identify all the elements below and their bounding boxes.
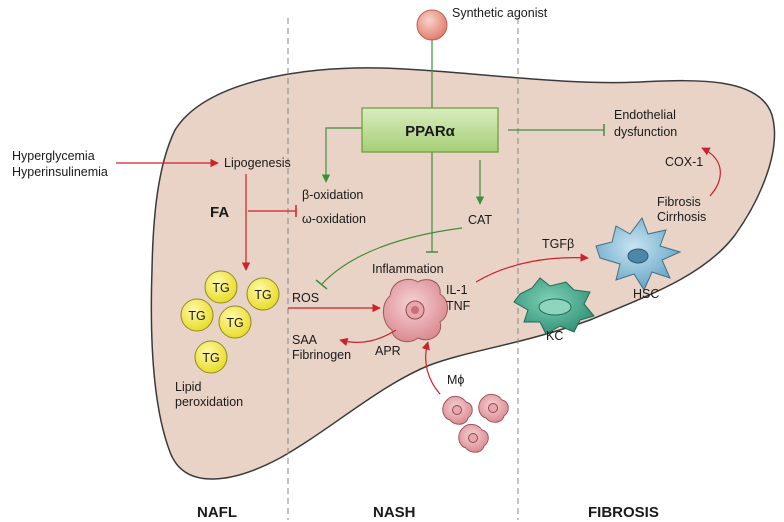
macrophage-cell [442,395,473,425]
agonist-label: Synthetic agonist [452,6,548,20]
lipid-label-2: peroxidation [175,395,243,409]
cirrhosis-label: Cirrhosis [657,210,706,224]
ppar-label: PPARα [405,123,456,140]
stage-nafl: NAFL [197,504,237,521]
tg-droplet: TG [194,340,228,374]
cox1-label: COX-1 [665,155,703,169]
endothelial-label-2: dysfunction [614,125,677,139]
tg-droplet: TG [180,298,214,332]
hyperglycemia-label: Hyperglycemia [12,149,95,163]
tg-droplet: TG [218,305,252,339]
cat-ros-curve [321,227,463,285]
lipogenesis-label: Lipogenesis [224,156,291,170]
hsc-label: HSC [633,287,659,301]
svg-text:TG: TG [212,281,229,295]
liver-shape [150,67,776,480]
fibrinogen-label: Fibrinogen [292,348,351,362]
cat-ros-bar [315,279,328,290]
lipid-label-1: Lipid [175,380,201,394]
stage-fibrosis: FIBROSIS [588,504,659,521]
fa-label: FA [210,204,229,221]
stage-nash: NASH [373,504,416,521]
cat-label: CAT [468,213,492,227]
svg-text:TG: TG [254,288,271,302]
cell-apr-arrow [339,329,397,347]
il1-label: IL-1 [446,283,468,297]
ppar-beta-arrow [321,127,362,183]
agonist-ball [416,9,448,41]
kupffer-nucleus [538,298,572,316]
endothelial-label-1: Endothelial [614,108,676,122]
macrophage-cell [458,423,489,453]
macrophage-label: Mϕ [447,373,464,387]
kc-label: KC [546,329,563,343]
inflammation-label: Inflammation [372,262,444,276]
beta-oxidation-label: β-oxidation [302,188,363,202]
svg-text:TG: TG [226,316,243,330]
fibrosis-label: Fibrosis [657,195,701,209]
tnf-label: TNF [446,299,471,313]
omega-oxidation-label: ω-oxidation [302,212,366,226]
fibrosis-cox-arrow [701,147,721,197]
svg-text:TG: TG [202,351,219,365]
hyperinsulinemia-label: Hyperinsulinemia [12,165,108,179]
ppar-box [361,107,499,153]
hsc-nucleus [627,248,649,264]
tgfb-label: TGFβ [542,237,574,251]
ros-label: ROS [292,291,319,305]
macrophage-cell [478,393,509,423]
tg-droplet: TG [204,270,238,304]
hepatocyte-nucleolus [411,306,419,314]
svg-text:TG: TG [188,309,205,323]
tgfb-arrow [475,253,589,283]
saa-label: SAA [292,333,318,347]
macrophage-arrow [421,341,441,395]
tg-droplet: TG [246,277,280,311]
apr-label: APR [375,344,401,358]
